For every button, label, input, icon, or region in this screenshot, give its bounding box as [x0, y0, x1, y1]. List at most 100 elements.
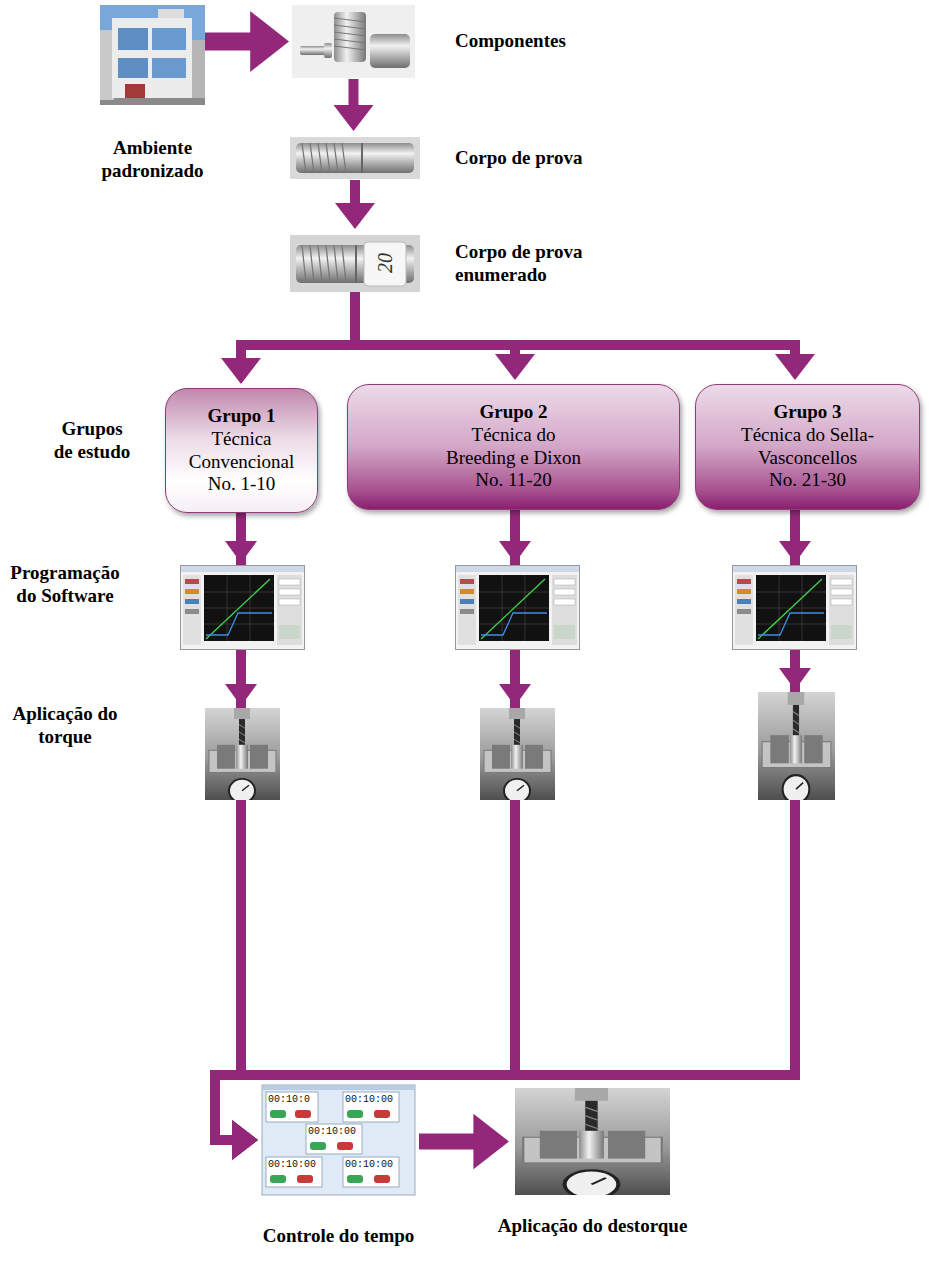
timer-screenshot [295, 1110, 311, 1118]
components-photo [292, 5, 415, 78]
connector-line [427, 1134, 479, 1150]
timer-screenshot [347, 1175, 363, 1183]
arrow-head [221, 358, 261, 384]
group-box: Grupo 1Técnica ConvencionalNo. 1-10 [165, 388, 318, 513]
specimen-photo [290, 137, 420, 179]
row-label: Programação do Software [3, 562, 127, 608]
arrow-head [499, 684, 531, 706]
row-label: Grupos de estudo [50, 418, 134, 464]
components-photo [334, 18, 366, 22]
group-text: No. 21-30 [728, 469, 888, 492]
arrow-head [779, 668, 811, 690]
connector-arrow [335, 185, 375, 229]
torque-photo [515, 1088, 670, 1198]
numbered-specimen-photo [342, 245, 346, 283]
group-text: Técnica do Breeding e Dixon [444, 424, 584, 470]
photo-caption: Corpo de prova [455, 147, 655, 170]
timer-readout: 00:10:0 [268, 1094, 316, 1106]
photo-node: Componentes [292, 5, 415, 78]
numbered-specimen-photo [290, 235, 420, 292]
building-photo [152, 58, 186, 78]
specimen-photo [302, 143, 306, 173]
specimen-photo [334, 143, 338, 173]
numbered-specimen-photo [355, 245, 357, 283]
photo-caption: Controle do tempo [239, 1225, 439, 1248]
timer-screenshot [343, 1092, 399, 1122]
building-photo [158, 9, 184, 18]
building-photo [118, 28, 148, 50]
numbered-specimen-photo [290, 235, 420, 292]
group-title: Grupo 2 [444, 401, 584, 424]
arrow-head [225, 684, 257, 706]
photo-caption: Aplicação do destorque [473, 1215, 713, 1238]
specimen-photo [361, 143, 363, 173]
software-screenshot [181, 566, 857, 650]
connector-arrow [334, 84, 374, 131]
building-photo [125, 84, 145, 98]
torque-photo [205, 692, 835, 1198]
arrow-head [335, 203, 375, 229]
timer-screenshot [347, 1110, 363, 1118]
photo-node: Corpo de prova [290, 137, 420, 179]
torque-photo [205, 708, 280, 803]
timer-screenshot [306, 1124, 362, 1154]
connector-line [241, 295, 355, 362]
connector-arrow [355, 295, 535, 380]
arrow-head [499, 541, 531, 563]
photo-caption: Componentes [455, 30, 655, 53]
connector-arrow [213, 11, 289, 72]
specimen-number: 20 [373, 242, 397, 284]
specimen-photo [310, 143, 314, 173]
timer-screenshot [270, 1175, 286, 1183]
components-photo [334, 25, 366, 29]
group-box: Grupo 2Técnica do Breeding e DixonNo. 11… [347, 384, 680, 510]
arrow-head [232, 1120, 258, 1160]
numbered-specimen-photo [334, 245, 338, 283]
row-label: Aplicação do torque [3, 703, 127, 749]
timer-screenshot [266, 1157, 322, 1187]
arrow-head [775, 354, 815, 380]
building-photo [100, 5, 205, 105]
specimen-photo [318, 143, 322, 173]
arrow-head [495, 354, 535, 380]
numbered-specimen-photo [364, 242, 406, 286]
connector-line [213, 33, 256, 51]
arrow-head [473, 1114, 509, 1170]
components-photo [300, 46, 326, 55]
group-text: No. 11-20 [444, 469, 584, 492]
photo-node: Corpo de prova enumerado [290, 235, 420, 292]
timer-screenshot [374, 1110, 390, 1118]
connector-line [355, 295, 795, 358]
building-photo [118, 58, 148, 78]
arrow-head [334, 105, 374, 131]
connector-arrow [427, 1114, 509, 1170]
specimen-photo [326, 143, 330, 173]
timer-screenshot [266, 1092, 318, 1122]
components-photo [334, 32, 366, 36]
numbered-specimen-photo [310, 245, 314, 283]
components-photo [292, 5, 415, 78]
arrow-head [232, 1120, 258, 1160]
timer-screenshot [263, 1086, 414, 1090]
connector-arrow [355, 295, 815, 380]
specimen-photo [296, 143, 414, 173]
timer-screenshot [374, 1175, 390, 1183]
timer-screenshot [262, 1085, 415, 1195]
arrow-head [225, 541, 811, 706]
components-photo [334, 46, 366, 50]
arrow-head [225, 541, 257, 563]
group-box: Grupo 3Técnica do Sella-VasconcellosNo. … [695, 384, 920, 510]
building-photo [192, 40, 205, 98]
specimen-photo [342, 143, 346, 173]
building-photo [100, 30, 114, 100]
timer-readout: 00:10:00 [345, 1159, 397, 1171]
numbered-specimen-photo [302, 245, 306, 283]
timer-screenshot [297, 1175, 313, 1183]
group-title: Grupo 1 [172, 405, 311, 428]
numbered-specimen-photo [326, 245, 330, 283]
software-screenshot [181, 566, 305, 650]
photo-caption: Ambiente padronizado [88, 137, 218, 183]
torque-photo [758, 692, 835, 803]
